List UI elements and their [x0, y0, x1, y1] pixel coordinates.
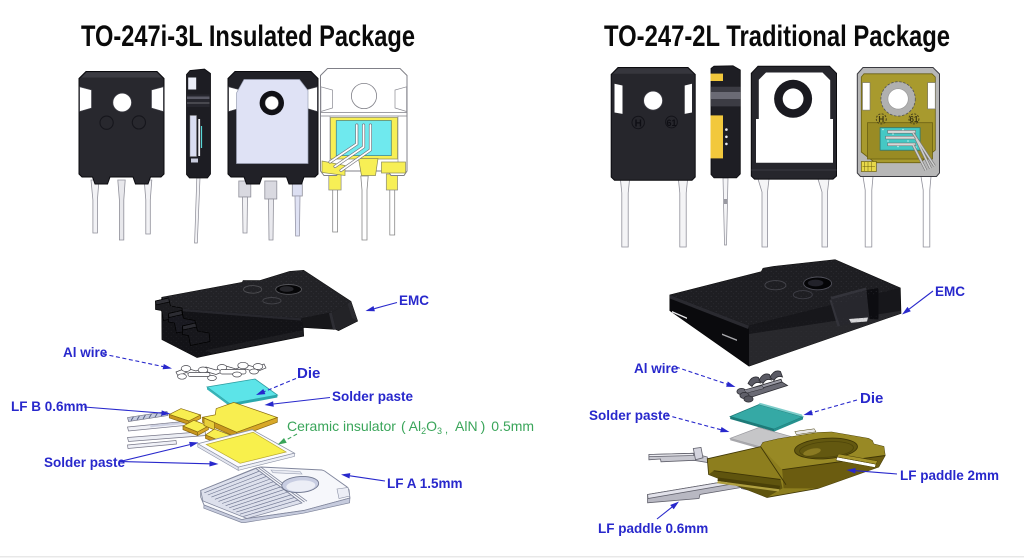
svg-text:Solder paste: Solder paste [332, 389, 414, 404]
svg-text:Die: Die [860, 390, 883, 407]
svg-text:Al wire: Al wire [63, 345, 108, 360]
svg-text:Solder paste: Solder paste [44, 455, 126, 470]
svg-text:EMC: EMC [399, 293, 429, 308]
svg-text:61: 61 [909, 115, 918, 124]
svg-text:LF paddle 0.6mm: LF paddle 0.6mm [598, 521, 708, 536]
svg-text:H: H [635, 119, 642, 130]
svg-text:TO-247i-3L Insulated Package: TO-247i-3L Insulated Package [81, 20, 415, 53]
svg-text:TO-247-2L Traditional Package: TO-247-2L Traditional Package [604, 20, 950, 53]
svg-text:EMC: EMC [935, 284, 965, 299]
svg-text:Solder paste: Solder paste [589, 408, 671, 423]
svg-text:Al wire: Al wire [634, 361, 679, 376]
svg-text:61: 61 [666, 118, 676, 128]
svg-text:LF paddle 2mm: LF paddle 2mm [900, 468, 999, 483]
svg-text:LF A 1.5mm: LF A 1.5mm [387, 476, 463, 491]
svg-text:LF B 0.6mm: LF B 0.6mm [11, 399, 88, 414]
svg-text:H: H [878, 115, 884, 124]
svg-text:Die: Die [297, 365, 320, 382]
svg-text:Ceramic insulator(Al2O3,AlN)0.: Ceramic insulator(Al2O3,AlN)0.5mm [287, 418, 534, 436]
